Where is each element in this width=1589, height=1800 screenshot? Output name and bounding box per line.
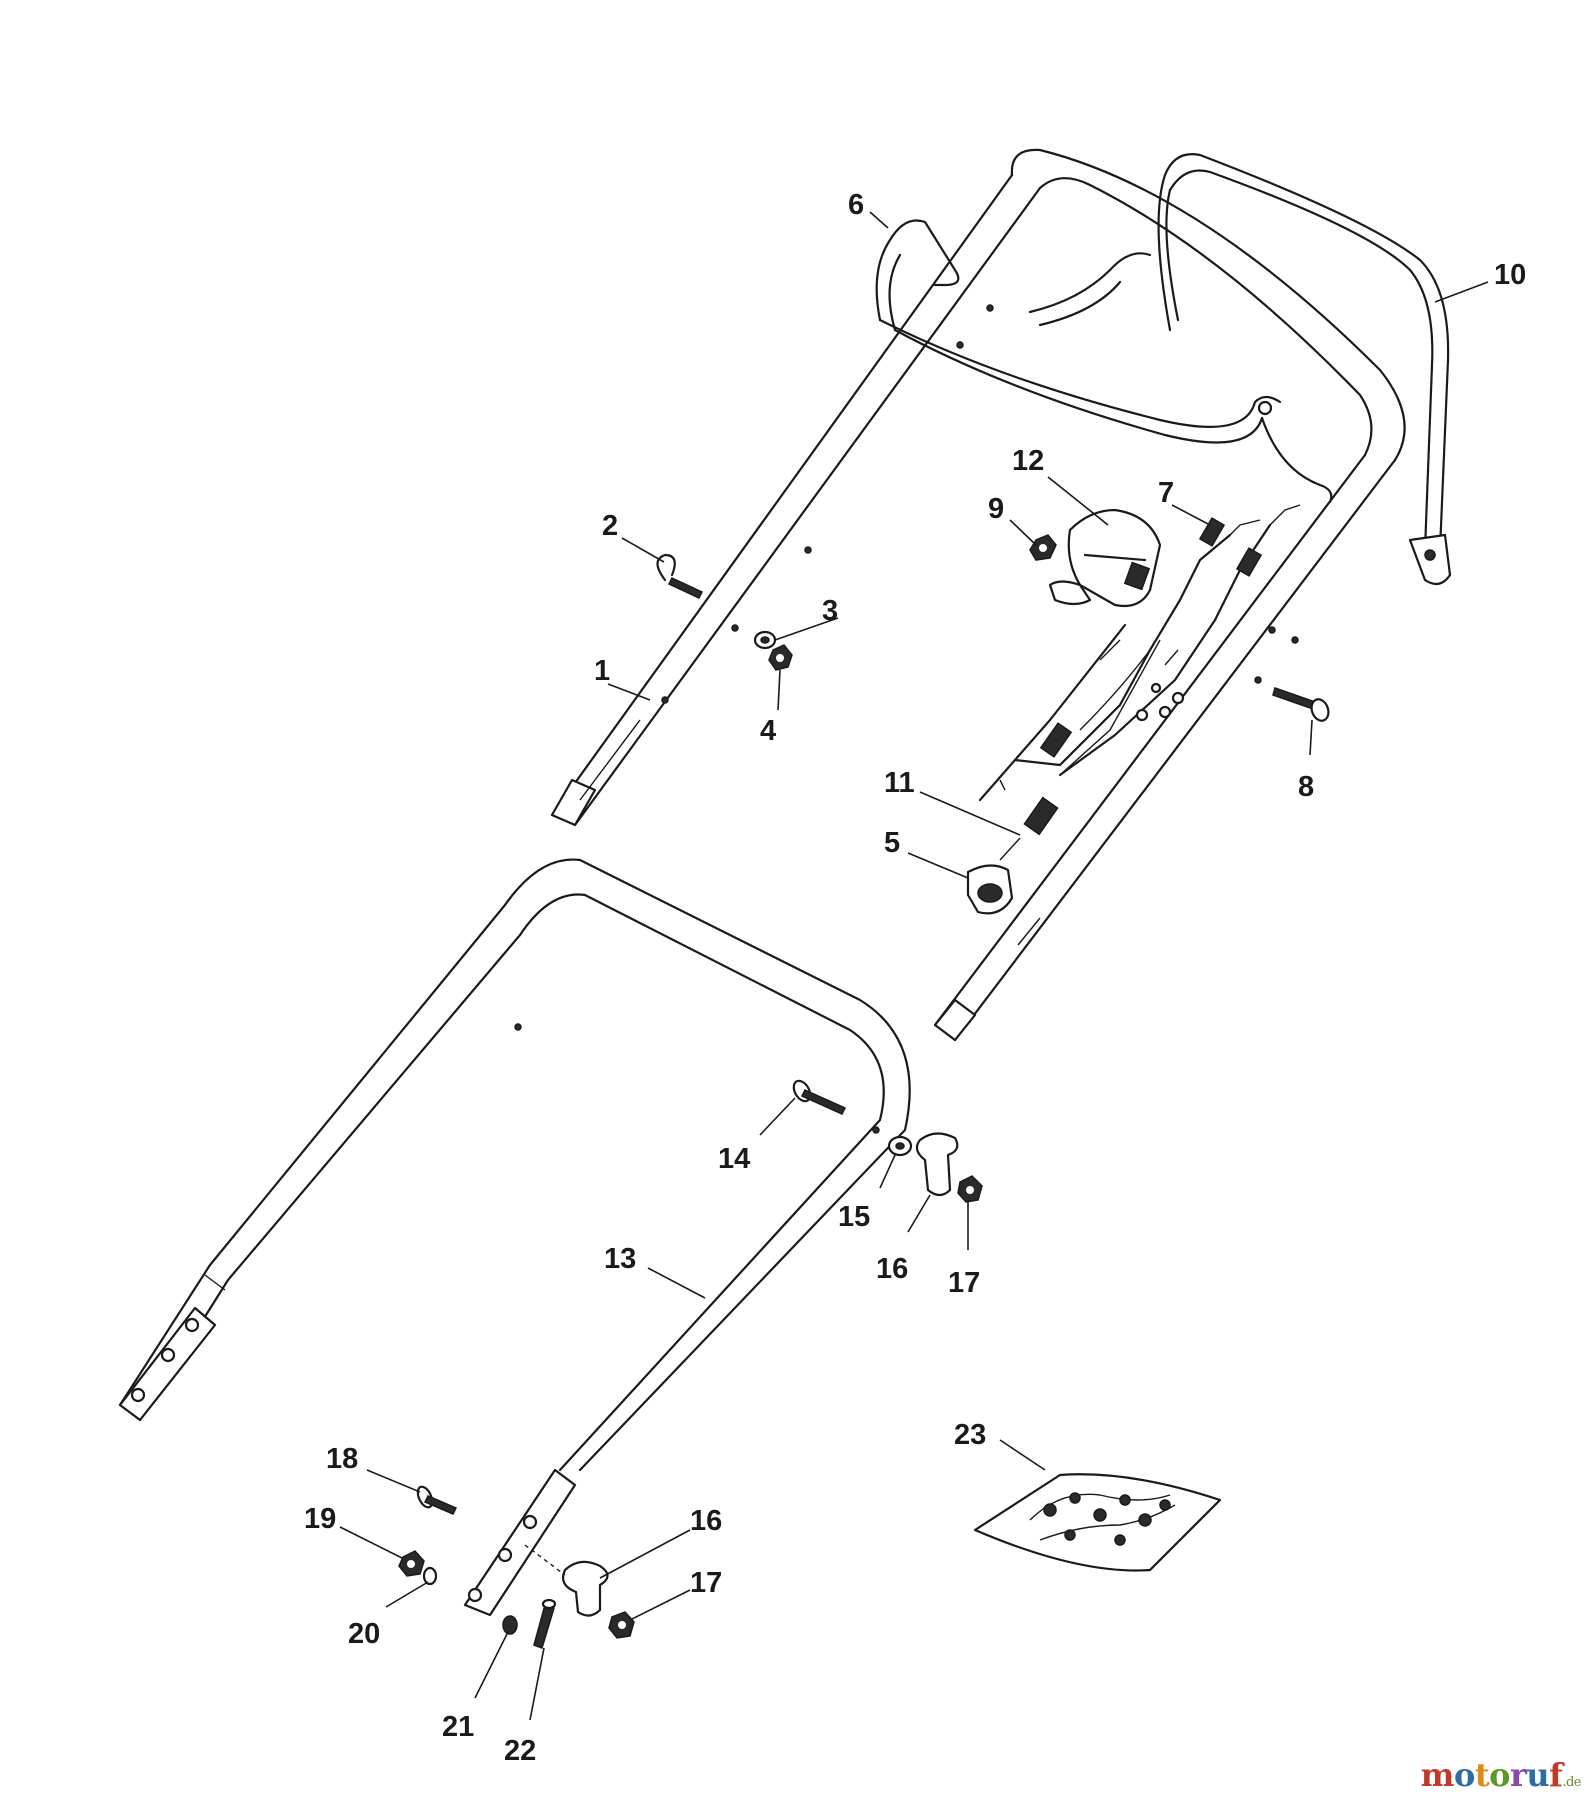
callout-20: 20 [348, 1618, 380, 1650]
callout-13: 13 [604, 1243, 636, 1275]
washer-part-20 [422, 1566, 438, 1586]
callout-5: 5 [884, 827, 900, 859]
nut-part-17-upper [957, 1175, 983, 1203]
callout-6: 6 [848, 189, 864, 221]
leader-lines [339, 211, 1489, 1721]
callout-2: 2 [602, 510, 618, 542]
knob-part-16-upper [915, 1132, 959, 1197]
watermark-letter: f [1549, 1756, 1563, 1794]
callout-17-lower: 17 [690, 1567, 722, 1599]
callout-8: 8 [1298, 771, 1314, 803]
axis-dashed-line [524, 1544, 566, 1576]
cables-part-7 [978, 504, 1301, 802]
callout-15: 15 [838, 1201, 870, 1233]
callout-1: 1 [594, 655, 610, 687]
callout-14: 14 [718, 1143, 750, 1175]
nut-part-9 [1029, 534, 1057, 561]
callout-19: 19 [304, 1503, 336, 1535]
cable-adjuster-part-11 [999, 722, 1073, 861]
watermark-suffix: .de [1562, 1775, 1581, 1790]
nut-part-17-lower [608, 1611, 635, 1639]
knob-part-16-lower [561, 1560, 609, 1617]
callout-22: 22 [504, 1735, 536, 1767]
watermark-letter: r [1509, 1756, 1527, 1794]
washer-part-3 [753, 630, 777, 650]
callout-23: 23 [954, 1419, 986, 1451]
lower-handle-part [118, 858, 911, 1617]
callout-11: 11 [884, 767, 915, 799]
cable-clip-part-5 [966, 864, 1014, 915]
watermark-letter: o [1489, 1756, 1510, 1794]
upper-handle-part [550, 148, 1406, 1042]
callout-18: 18 [326, 1443, 358, 1475]
watermark-letter: o [1453, 1756, 1475, 1794]
callout-3: 3 [822, 595, 838, 627]
callout-7: 7 [1158, 477, 1174, 509]
watermark-letter: t [1474, 1756, 1490, 1794]
watermark-letters: motoruf [1421, 1756, 1563, 1794]
throttle-lever-part [1048, 508, 1162, 608]
washer-part-21 [502, 1615, 518, 1635]
callout-12: 12 [1012, 445, 1044, 477]
bolt-part-8 [1272, 687, 1330, 722]
carriage-bolt-part-14 [792, 1079, 847, 1115]
callout-10: 10 [1494, 259, 1526, 291]
callout-4: 4 [760, 715, 776, 747]
nut-part-4 [768, 644, 793, 671]
carriage-bolt-part-18 [416, 1485, 458, 1515]
callout-labels: 6 10 12 9 7 2 3 1 4 8 11 5 14 15 16 17 1… [304, 189, 1526, 1767]
nut-part-19 [398, 1550, 425, 1577]
watermark-letter: u [1526, 1756, 1550, 1794]
watermark-logo: motoruf.de [1421, 1756, 1582, 1794]
washer-part-15 [887, 1135, 913, 1157]
callout-9: 9 [988, 493, 1004, 525]
drive-bail-part [1157, 153, 1452, 586]
watermark-letter: m [1420, 1756, 1455, 1794]
callout-16-lower: 16 [690, 1505, 722, 1537]
callout-21: 21 [442, 1711, 474, 1743]
hardware-bag-part-23 [973, 1473, 1222, 1572]
callout-16-upper: 16 [876, 1253, 908, 1285]
eye-bolt-part-2 [656, 553, 704, 599]
callout-17-upper: 17 [948, 1267, 980, 1299]
operator-bar-part [875, 219, 1333, 504]
bolt-part-22 [533, 1598, 557, 1649]
